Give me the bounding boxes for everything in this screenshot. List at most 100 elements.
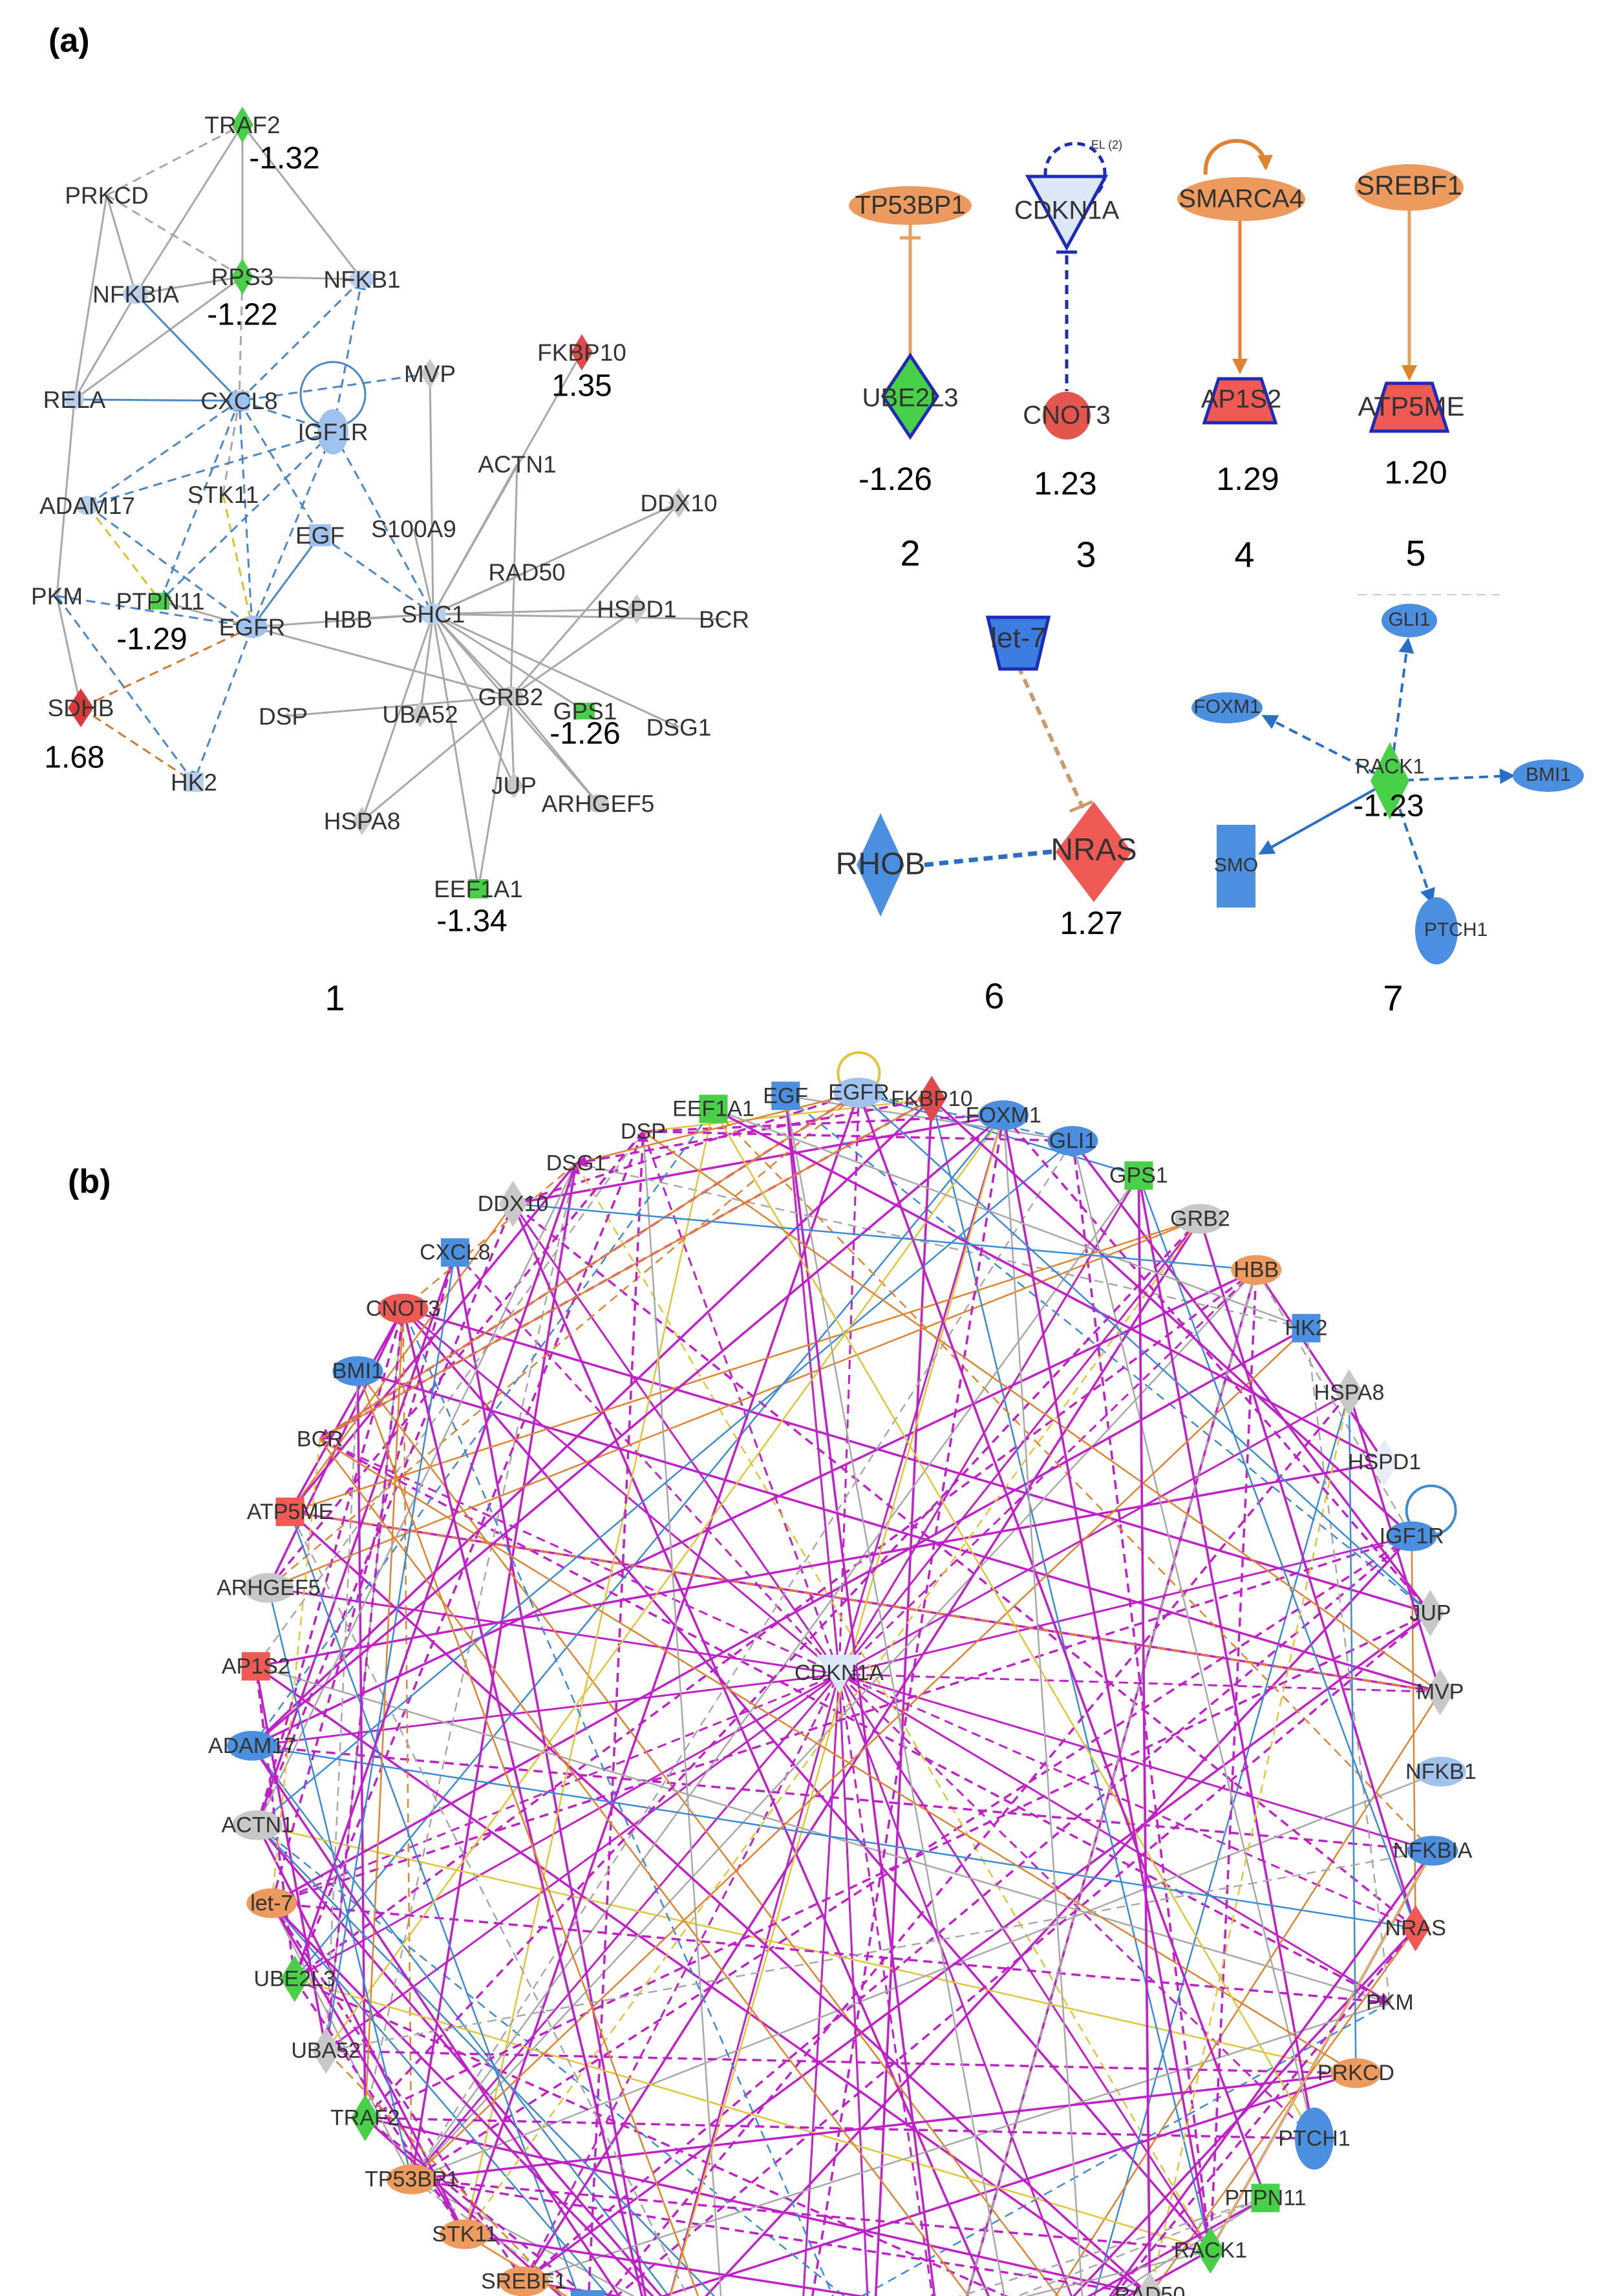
edge-center-uba52 (325, 1673, 840, 2052)
edge-rela-pkm (54, 399, 76, 597)
atp5me-fold-change: 1.20 (1384, 454, 1447, 491)
traf2-ring-label: TRAF2 (330, 2106, 400, 2131)
edge-pkm-hk2 (56, 595, 195, 783)
adam17-label: ADAM17 (39, 493, 135, 519)
edge-dsg1-ube2l3 (292, 1163, 577, 1981)
cdkn1a-loop-label: EL (2) (1091, 138, 1122, 151)
edge-ube2l3-rack1 (294, 1978, 1211, 2251)
grb2-ring-label: GRB2 (1170, 1207, 1230, 1231)
ube2l3-fold-change: -1.26 (859, 461, 932, 497)
ptpn11-node-shape (151, 593, 169, 610)
tp53bp1-ring-label: TP53BP1 (365, 2167, 459, 2192)
egf-label: EGF (295, 522, 345, 549)
edge-stk11-egfr (222, 494, 253, 628)
ptpn11-ring-label: PTPN11 (1225, 2185, 1307, 2210)
edge-igf1r-nfkb1 (332, 278, 366, 432)
stk11-node-shape (440, 2219, 491, 2249)
edge-egfr-cxcl8 (233, 399, 253, 628)
jup-node-shape (504, 772, 524, 798)
edge-traf2-jup (365, 1612, 1432, 2120)
edge-hbb-rps3 (966, 1270, 1257, 2296)
edge-ptch1-traf2 (363, 2112, 1314, 2140)
edge-gps1-nras (1138, 1175, 1418, 1929)
eef1a1-node-shape (469, 879, 488, 898)
ube2l3-ring-label: UBE2L3 (253, 1966, 336, 1991)
edge-ube2l3-rela (294, 1977, 1008, 2296)
edge-grb2-hspd1 (510, 608, 637, 698)
adam17-ring-label: ADAM17 (208, 1734, 296, 1758)
edge-gps1-rad50 (1137, 1175, 1156, 2296)
edge-rhob-srebf1 (522, 2277, 624, 2296)
rack1-node-shape (1371, 742, 1409, 820)
hspa8-node-shape (352, 807, 372, 835)
smarca4-label: SMARCA4 (1179, 185, 1303, 213)
foxm1-node-shape (978, 1100, 1029, 1131)
edge-actn1-prkcd (257, 1824, 1356, 2074)
edge-grb2-jup (509, 696, 517, 786)
edge-gli1-ptch1 (1072, 1140, 1316, 2140)
edge-jup-smo (615, 1612, 1431, 2296)
rad50-node-shape (1135, 2271, 1164, 2296)
rack1-node-shape (1196, 2227, 1225, 2274)
edge-igf1r-smarca4 (704, 1535, 1413, 2296)
edge-shc1-eef1a1 (432, 613, 481, 889)
fkbp10-ring-label: FKBP10 (891, 1087, 973, 1111)
edge-adam17-smarca4 (251, 1745, 621, 2296)
s100a9-label: S100A9 (371, 516, 456, 542)
edge-s100a9-fkbp10 (874, 1098, 937, 2296)
cnot3-label: CNOT3 (1023, 401, 1111, 430)
ube2l3-node-shape (280, 1955, 309, 2003)
jup-ring-label: JUP (1409, 1601, 1451, 1626)
edge-center-foxm1 (836, 1114, 1005, 1675)
edge-hbb-rps3 (966, 1270, 1257, 2296)
dsp-label: DSP (259, 703, 308, 730)
ap1s2-fold-change: 1.29 (1216, 461, 1279, 497)
edge-foxm1-smarca4 (670, 1114, 1005, 2296)
hspd1-node-shape (627, 594, 646, 624)
atp5me-node-shape (275, 1497, 304, 1526)
edge-stk11-actn1 (256, 1823, 466, 2235)
network-2-number: 2 (900, 533, 920, 573)
rps3-node-shape (231, 259, 253, 295)
edge-rela-stk11 (464, 2229, 867, 2296)
edge-grb2-arhgef5 (509, 696, 599, 804)
nras-node-shape (1401, 1904, 1430, 1951)
hk2-ring-label: HK2 (1285, 1316, 1327, 1341)
edge-dsp-ube2l3 (293, 1131, 645, 1981)
edge-stk11-cxcl8 (222, 400, 242, 495)
cdkn1a-label: CDKN1A (1014, 197, 1120, 225)
rhob-label: RHOB (836, 847, 926, 882)
mvp-ring-label: MVP (1416, 1680, 1464, 1705)
sdhb-node-shape (68, 688, 94, 727)
egfr-node-shape (833, 1078, 884, 1108)
edge-hspd1-hbb (1255, 1268, 1386, 1463)
edge-let-7-shc1 (271, 1902, 654, 2296)
edge-rela-nras (1112, 1927, 1417, 2296)
hspa8-ring-label: HSPA8 (1314, 1380, 1384, 1405)
edge-rack1-hbb (1209, 1268, 1262, 2251)
ube2l3-label: UBE2L3 (862, 384, 959, 412)
srebf1-ring-label: SREBF1 (481, 2269, 566, 2294)
edge-prkcd-rela (72, 195, 108, 400)
fkbp10-fold-change: 1.35 (551, 369, 612, 403)
edge-pkm-sdhb (56, 595, 83, 708)
inhibit-bar (1069, 800, 1093, 813)
edge-gli1-actn1 (256, 1140, 1074, 1826)
edge-s100a9-shc1 (412, 528, 435, 615)
srebf1-node-shape (1355, 164, 1464, 211)
arhgef5-node-shape (243, 1573, 294, 1603)
edge-center-egfr (833, 1092, 860, 1675)
edge-rps3-nfkbia (135, 275, 243, 297)
shc1-node-shape (420, 604, 446, 624)
edge-hbb-ddx10 (511, 1198, 1257, 1271)
edge-nfkbia-rela (73, 293, 137, 400)
edge-center-ddx10 (512, 1203, 840, 1675)
actn1-ring-label: ACTN1 (222, 1813, 293, 1838)
edge-cnot3-atp5me (289, 1308, 404, 1513)
shc1-label: SHC1 (401, 601, 465, 628)
edge-dsg1-egfr (575, 1091, 859, 1164)
edge-ptch1-eef1a1 (712, 1108, 1316, 2140)
edge-bmi1-uba52 (323, 1371, 359, 2052)
network-3-number: 3 (1076, 534, 1096, 575)
